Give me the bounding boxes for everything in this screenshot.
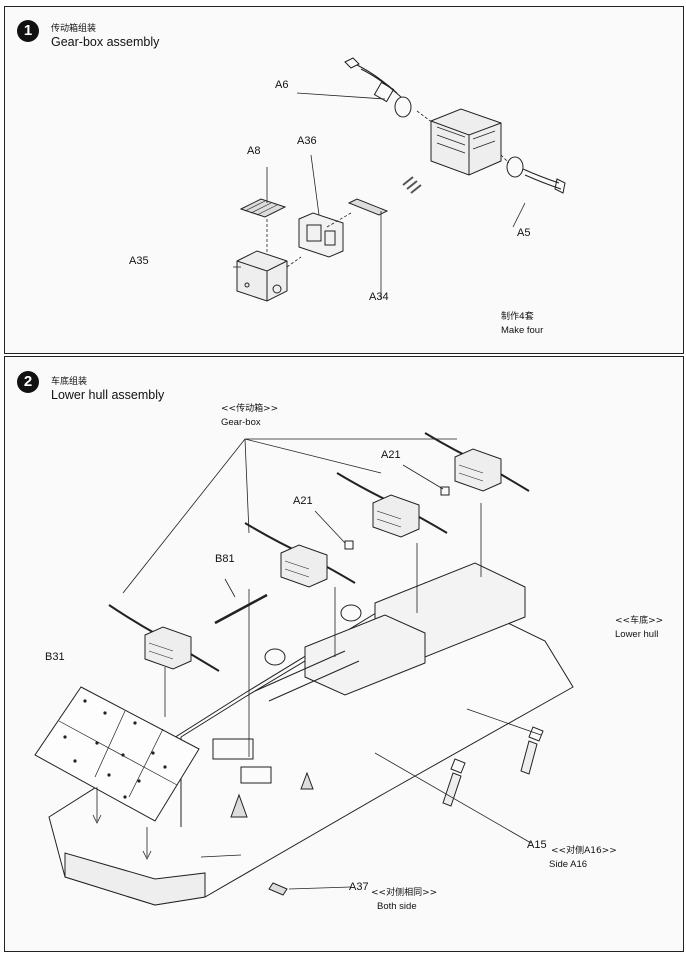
part-a6-shaft — [344, 57, 412, 118]
part-a15-left — [442, 758, 466, 807]
label-a6: A6 — [275, 79, 289, 91]
step1-drawing — [233, 57, 566, 302]
note-cn: 制作4套 — [501, 312, 534, 322]
gearbox-unit-2 — [244, 522, 356, 588]
label-a37: A37 — [349, 881, 369, 893]
step2-panel: 2 车底组装 Lower hull assembly — [4, 356, 684, 952]
part-a15-right — [520, 726, 544, 775]
label-a34: A34 — [369, 291, 389, 303]
step1-title-cn: 传动箱组装 — [51, 24, 97, 34]
part-b81-shaft — [214, 593, 268, 625]
part-a37 — [268, 882, 288, 896]
label-a5: A5 — [517, 227, 531, 239]
part-a34-bar — [347, 198, 389, 216]
part-a5-shaft — [506, 156, 566, 194]
step2-drawing — [34, 432, 574, 906]
gearbox-unit-3 — [336, 472, 448, 538]
part-a21-mid — [344, 540, 354, 550]
step1-title-en: Gear-box assembly — [51, 35, 160, 49]
part-b31-plate — [34, 686, 200, 822]
label-b31: B31 — [45, 651, 65, 663]
label-a35: A35 — [129, 255, 149, 267]
step1-number: 1 — [17, 20, 39, 42]
a15-suffix-cn: <<对侧A16>> — [551, 846, 617, 856]
step2-title-en: Lower hull assembly — [51, 388, 165, 402]
label-a21-mid: A21 — [293, 495, 313, 507]
lower-hull-cn: <<车底>> — [615, 616, 664, 626]
part-a36-frame — [298, 212, 344, 258]
gearbox-unit-4 — [424, 432, 530, 492]
label-a36: A36 — [297, 135, 317, 147]
step1-panel: 1 传动箱组装 Gear-box assembly — [4, 6, 684, 354]
note-en: Make four — [501, 325, 544, 336]
gearbox-unit-1 — [108, 604, 220, 672]
label-a21-top: A21 — [381, 449, 401, 461]
step2-title-cn: 车底组装 — [51, 377, 88, 387]
part-a21-top — [440, 486, 450, 496]
a37-suffix-cn: <<对侧相同>> — [371, 888, 438, 898]
part-a8-plate — [239, 198, 287, 218]
label-a8: A8 — [247, 145, 261, 157]
lower-hull-en: Lower hull — [615, 629, 659, 640]
side-a16-label: Side A16 — [549, 859, 588, 870]
both-side-label: Both side — [377, 901, 417, 912]
label-b81: B81 — [215, 553, 235, 565]
gearbox-label-cn: <<传动箱>> — [221, 404, 279, 414]
gearbox-label-en: Gear-box — [221, 417, 261, 428]
part-gearbox-assembled — [430, 108, 502, 176]
step2-number: 2 — [17, 371, 39, 393]
part-a35-housing — [236, 250, 288, 302]
label-a15: A15 — [527, 839, 547, 851]
